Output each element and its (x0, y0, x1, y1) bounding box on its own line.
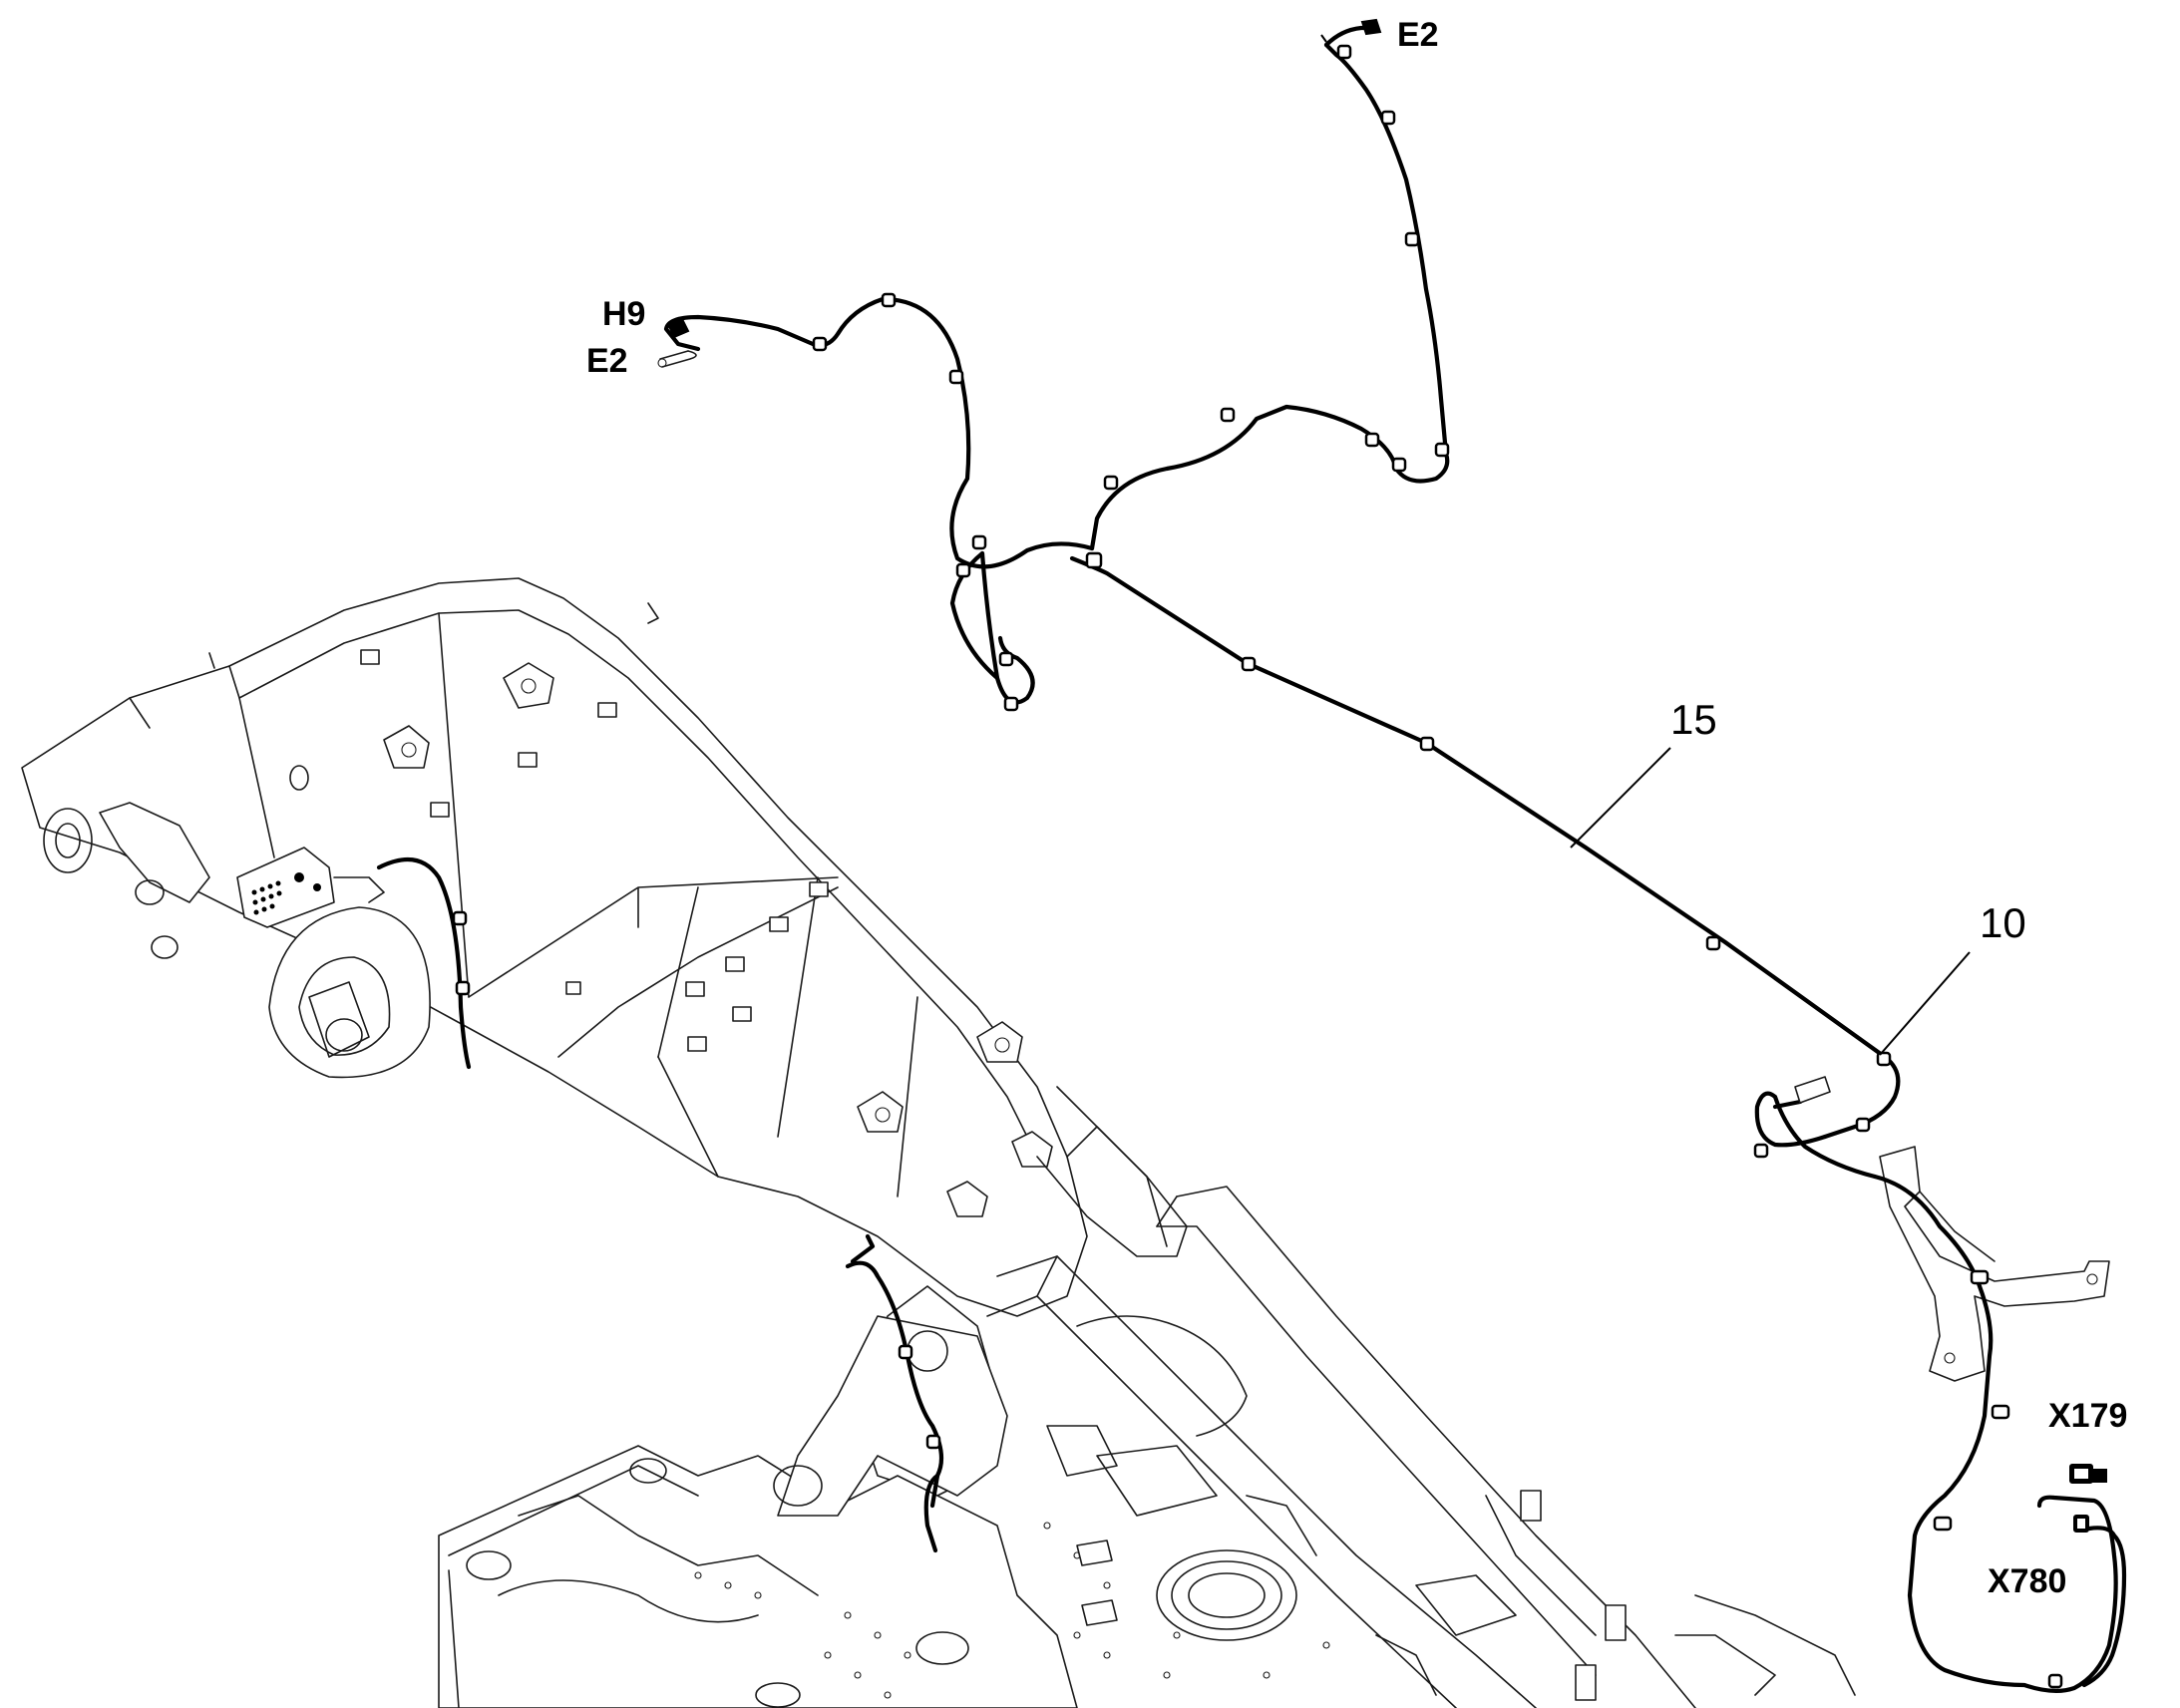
leader-line-15 (1570, 747, 1671, 849)
connector-e2-top (1320, 18, 1382, 43)
label-x780: X780 (1988, 1562, 2066, 1600)
excavator-boom (21, 577, 1188, 1497)
connector-x780 (2073, 1515, 2089, 1533)
connector-item-10-plate (1794, 1076, 1831, 1104)
plate-bolt-pattern (251, 872, 321, 915)
connector-labels: E2 H9 E2 X179 X780 (586, 16, 2127, 1600)
leader-line-10 (1879, 951, 1971, 1056)
boom-lugs (383, 662, 1053, 1217)
label-e2-top: E2 (1397, 16, 1439, 54)
connector-x179 (2069, 1464, 2107, 1484)
connector-e2-left (657, 350, 697, 368)
label-x179: X179 (2048, 1397, 2127, 1435)
right-mounting-bracket (1879, 1146, 2110, 1382)
connector-h9 (666, 317, 690, 339)
harness-clips (452, 44, 2063, 1689)
label-h9: H9 (602, 295, 645, 333)
connectors (657, 18, 2107, 1533)
boom-pads (360, 649, 829, 1052)
frame-bolts (694, 1522, 1330, 1699)
callouts: 15 10 (1570, 696, 2026, 1056)
callout-15: 15 (1670, 696, 1717, 743)
label-e2-left: E2 (586, 342, 628, 380)
upper-frame (438, 1186, 1856, 1708)
callout-10: 10 (1980, 899, 2026, 946)
